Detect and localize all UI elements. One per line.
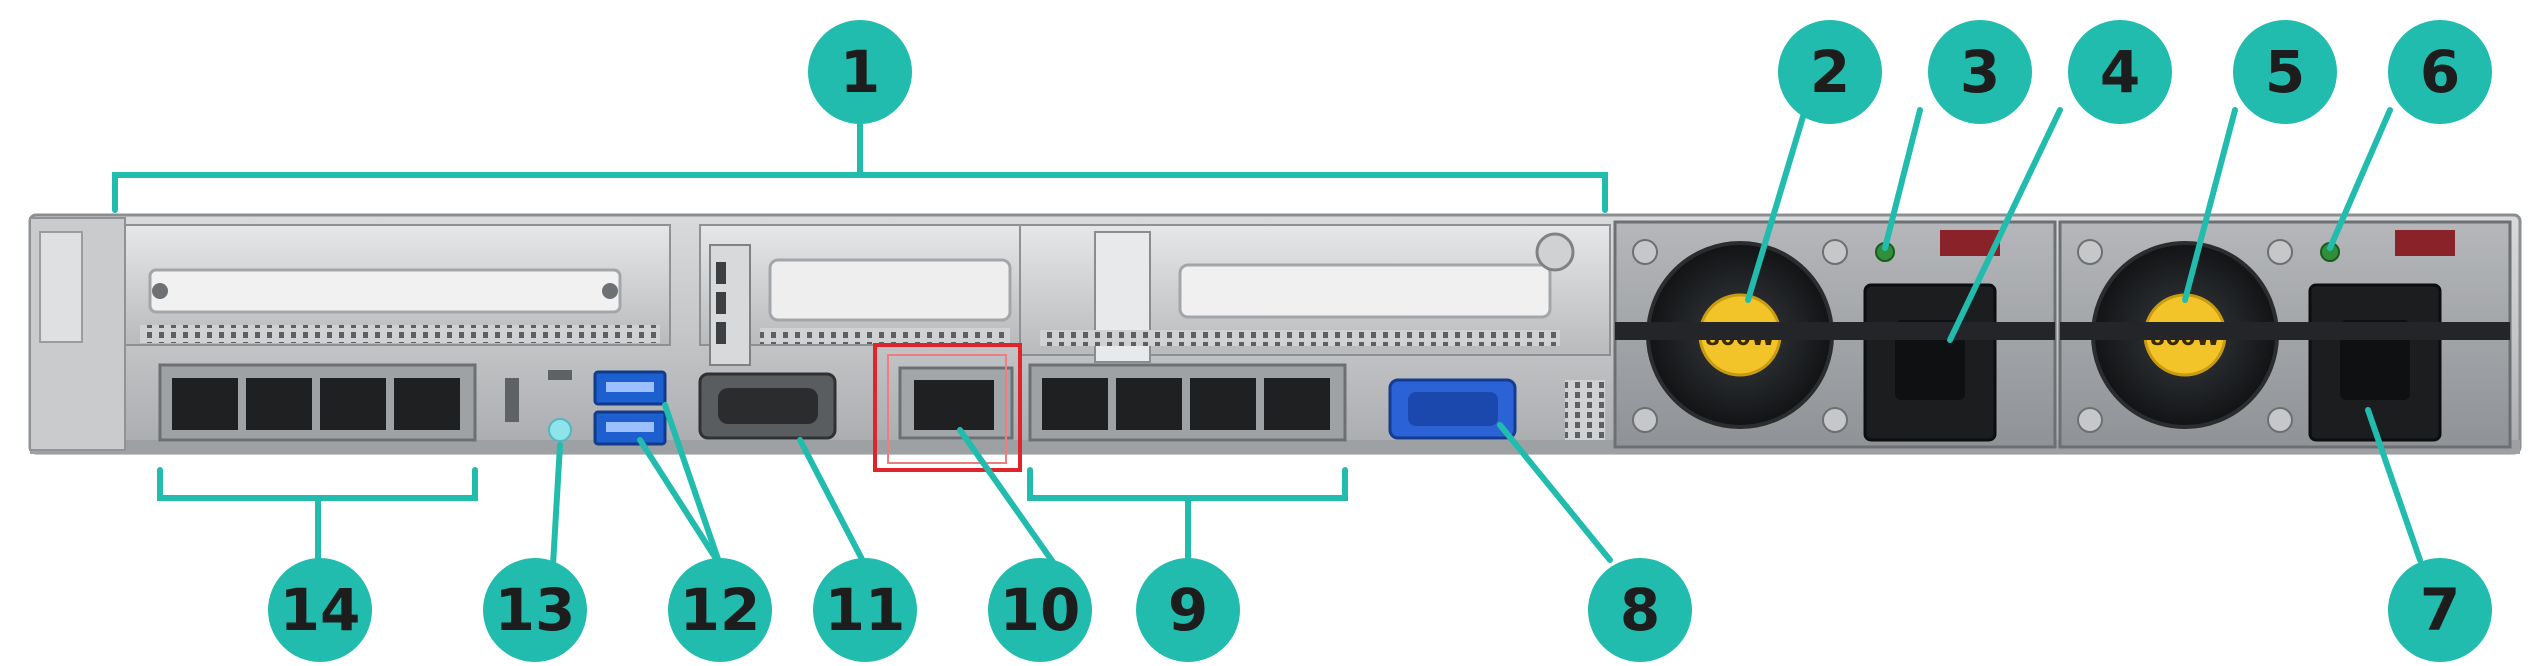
bracket-1 [112,172,1608,213]
vga-port [1388,378,1517,440]
callout-7: 7 [2388,558,2492,662]
callout-12-bubble [668,558,772,662]
leader-12a [637,437,723,568]
callout-11-label: 11 [825,576,906,644]
leader-11 [797,437,868,568]
callout-6-bubble [2388,20,2492,124]
embedded-nic-ports-left [158,363,477,442]
callout-4-label: 4 [2100,38,2140,106]
callout-5: 5 [2233,20,2337,124]
callout-3: 3 [1928,20,2032,124]
callout-10-bubble [988,558,1092,662]
callout-5-label: 5 [2265,38,2305,106]
callout-9: 9 [1136,558,1240,662]
callout-6: 6 [2388,20,2492,124]
callout-1: 1 [808,20,912,124]
callout-12: 12 [668,558,772,662]
callout-1-label: 1 [840,38,880,106]
pcie-expansion-slots [124,224,1611,366]
leader-7 [2365,407,2423,563]
callout-14-label: 14 [280,576,361,644]
callout-10: 10 [988,558,1092,662]
callout-13-label: 13 [495,576,576,644]
callout-9-label: 9 [1168,576,1208,644]
leader-5 [2182,107,2238,303]
ilo-port [898,366,1014,440]
callout-11: 11 [813,558,917,662]
rear-io-row [158,363,1605,446]
callout-7-bubble [2388,558,2492,662]
callout-8-bubble [1588,558,1692,662]
leader-10 [957,427,1058,568]
callout-2-label: 2 [1810,38,1850,106]
leader-8 [1497,422,1613,563]
callout-8-label: 8 [1620,576,1660,644]
callout-1-bubble [808,20,912,124]
leader-12b [662,402,723,568]
callout-13: 13 [483,558,587,662]
callout-3-bubble [1928,20,2032,124]
callout-12-label: 12 [680,576,761,644]
callout-13-bubble [483,558,587,662]
callout-9-bubble [1136,558,1240,662]
leader-6 [2327,107,2393,251]
callout-11-bubble [813,558,917,662]
callout-4-bubble [2068,20,2172,124]
callout-7-label: 7 [2420,576,2460,644]
power-supply-2: 800W [2058,220,2512,449]
serial-port [698,372,837,440]
leader-4 [1947,107,2063,343]
leader-13 [550,442,563,568]
bracket-14 [157,467,478,501]
uid-indicator [505,370,572,442]
usb-ports [593,370,667,446]
bracket-9 [1027,467,1348,501]
callout-10-label: 10 [1000,576,1081,644]
callout-8: 8 [1588,558,1692,662]
callout-3-label: 3 [1960,38,2000,106]
callout-2-bubble [1778,20,1882,124]
callout-14: 14 [268,558,372,662]
nic-ports-right [1028,363,1347,442]
callout-2: 2 [1778,20,1882,124]
callout-4: 4 [2068,20,2172,124]
callout-5-bubble [2233,20,2337,124]
ilo-highlight-box [873,343,1022,472]
callout-6-label: 6 [2420,38,2460,106]
power-supply-1: 800W [1613,220,2057,449]
leader-2 [1745,107,1808,303]
leader-3 [1882,107,1923,251]
callout-14-bubble [268,558,372,662]
